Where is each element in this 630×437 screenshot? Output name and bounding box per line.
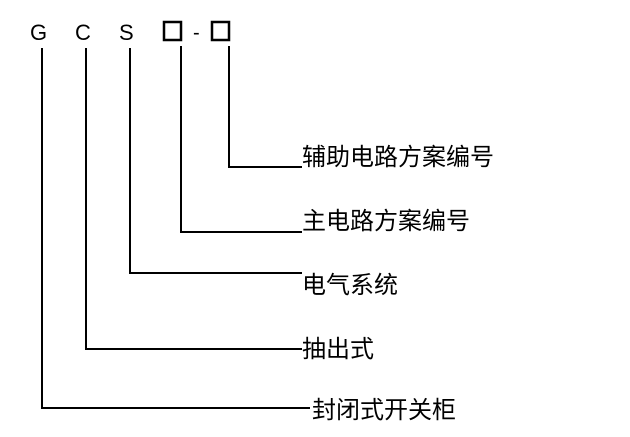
label-aux-circuit-scheme-number: 辅助电路方案编号 bbox=[302, 143, 494, 171]
leader-line-aux-circuit bbox=[228, 46, 302, 168]
code-letter-c: C bbox=[75, 20, 91, 45]
label-main-circuit-scheme-number: 主电路方案编号 bbox=[302, 207, 470, 235]
label-draw-out-type: 抽出式 bbox=[302, 335, 374, 363]
leader-line-draw-out bbox=[85, 48, 302, 350]
main-circuit-placeholder-box bbox=[162, 20, 183, 42]
code-letter-s: S bbox=[119, 20, 134, 45]
code-letter-g: G bbox=[30, 20, 47, 45]
label-enclosed-switchgear: 封闭式开关柜 bbox=[312, 396, 456, 424]
aux-circuit-placeholder-box bbox=[210, 20, 231, 42]
leader-line-enclosed-switchgear bbox=[41, 48, 310, 409]
leader-line-electrical-system bbox=[129, 48, 302, 274]
label-electrical-system: 电气系统 bbox=[302, 271, 398, 299]
code-separator: - bbox=[193, 22, 200, 44]
leader-line-main-circuit bbox=[180, 46, 302, 233]
